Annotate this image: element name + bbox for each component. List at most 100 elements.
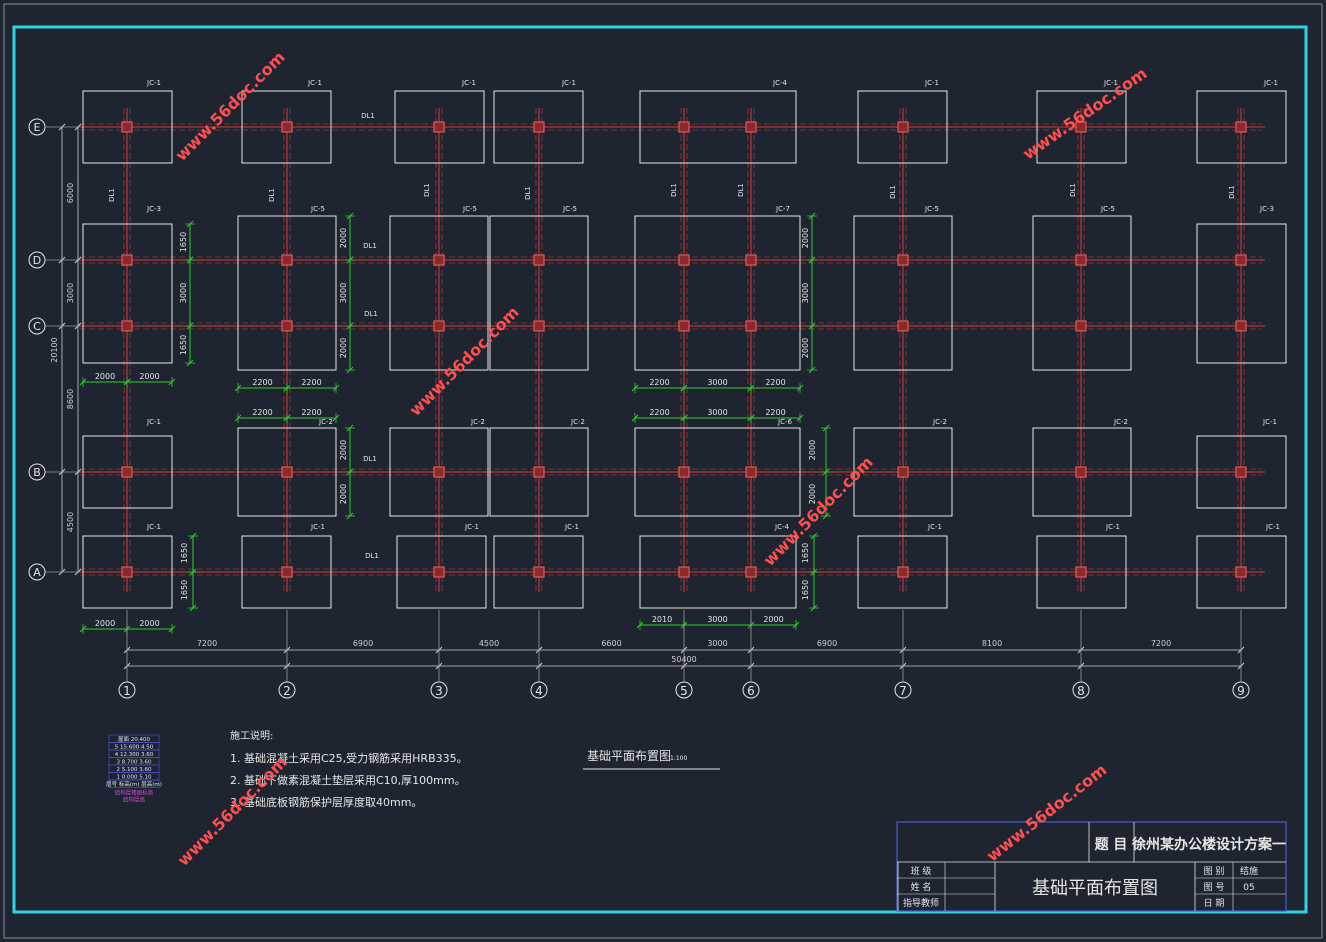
footing-label: JC-1 <box>461 79 476 87</box>
dim-text-green: 2200 <box>765 408 785 417</box>
dim-text: 6900 <box>817 639 837 648</box>
dim-line <box>79 625 87 633</box>
drawing-frame <box>3 3 1323 939</box>
dim-text: 7200 <box>197 639 217 648</box>
dim-text-green: 2000 <box>339 228 348 248</box>
dim-text-total: 20100 <box>50 337 59 362</box>
footing-label: JC-1 <box>1105 523 1120 531</box>
footing-label: JC-5 <box>562 205 577 213</box>
footing-outline <box>634 427 801 517</box>
title-row-label: 指导教师 <box>903 897 939 909</box>
footing-label: JC-2 <box>570 418 585 426</box>
column-square <box>281 121 293 133</box>
footing-outline <box>853 215 953 371</box>
dim-text: 8100 <box>982 639 1002 648</box>
dim-line <box>822 424 830 432</box>
column-square <box>433 320 445 332</box>
footing-label: JC-3 <box>146 205 161 213</box>
dim-line <box>186 256 194 264</box>
axis-bubble-label: B <box>33 466 41 479</box>
column-square <box>678 254 690 266</box>
footing-label: JC-5 <box>310 205 325 213</box>
column-square <box>121 466 133 478</box>
footing-outline <box>489 215 589 371</box>
footing-outline <box>82 435 173 509</box>
footing-label: JC-5 <box>462 205 477 213</box>
table-row: 2 5.100 3.60 <box>117 767 152 773</box>
dim-text-green: 2200 <box>252 408 272 417</box>
footing-outline <box>394 90 485 164</box>
dim-line <box>168 625 176 633</box>
outer-border <box>3 3 1323 939</box>
inner-border <box>12 25 1308 914</box>
column-square <box>745 121 757 133</box>
footing-label: JC-2 <box>470 418 485 426</box>
axis-bubble-label: 6 <box>747 684 755 698</box>
column-square <box>745 466 757 478</box>
dim-text-green: 2200 <box>301 408 321 417</box>
dim-line <box>332 414 340 422</box>
axis-bubble-label: 3 <box>435 684 443 698</box>
table-row: 屋面 20.400 <box>118 736 150 743</box>
dim-line <box>808 322 816 330</box>
column-square <box>121 320 133 332</box>
dim-text-green: 3000 <box>707 378 727 387</box>
column-square <box>433 254 445 266</box>
dim-text-green: 3000 <box>801 283 810 303</box>
title-right-label: 图 号 <box>1204 882 1225 893</box>
footing-label: JC-1 <box>307 79 322 87</box>
column-square <box>1235 320 1247 332</box>
dim-line <box>346 366 354 374</box>
column-square <box>678 121 690 133</box>
notes-line: 1. 基础混凝土采用C25,受力钢筋采用HRB335。 <box>230 751 468 765</box>
dim-text-green: 3000 <box>339 283 348 303</box>
dim-text-green: 2000 <box>139 619 159 628</box>
footing-label: JC-2 <box>1113 418 1128 426</box>
footing-outline <box>493 90 584 164</box>
axis-bubble-label: D <box>33 254 41 267</box>
dim-line <box>283 414 291 422</box>
table-cell <box>108 779 160 788</box>
table-row: 5 15.600 4.50 <box>115 745 154 751</box>
notes-line: 3. 基础底板钢筋保护层厚度取40mm。 <box>230 795 422 809</box>
dim-line <box>810 532 818 540</box>
column-square <box>281 320 293 332</box>
footing-outline <box>857 535 948 609</box>
title-right-value: 05 <box>1243 883 1254 893</box>
dim-line <box>346 512 354 520</box>
column-square <box>1235 254 1247 266</box>
footing-outline <box>1196 535 1287 609</box>
footing-outline <box>237 215 337 371</box>
footing-outline <box>493 535 584 609</box>
dim-line <box>808 256 816 264</box>
column-square <box>745 566 757 578</box>
footing-outline <box>1036 90 1127 164</box>
column-square <box>533 254 545 266</box>
dim-text-green: 2200 <box>301 378 321 387</box>
axis-bubble-label: 8 <box>1077 684 1085 698</box>
footing-outline <box>639 90 797 164</box>
construction-notes: 施工说明:1. 基础混凝土采用C25,受力钢筋采用HRB335。2. 基础下做素… <box>230 729 687 809</box>
footing-outline <box>389 215 489 371</box>
title-row-label: 班 级 <box>911 865 932 877</box>
column-square <box>1075 466 1087 478</box>
dim-text-green: 2000 <box>339 338 348 358</box>
footing-label: JC-1 <box>564 523 579 531</box>
dim-text: 3000 <box>707 639 727 648</box>
column-square <box>897 254 909 266</box>
column-square <box>1075 254 1087 266</box>
footing-outline <box>857 90 948 164</box>
dim-text-green: 2000 <box>801 338 810 358</box>
footing-label: JC-1 <box>1265 523 1280 531</box>
footing-label: JC-4 <box>772 79 787 87</box>
footing-label: JC-5 <box>1100 205 1115 213</box>
axis-bubble-label: 4 <box>535 684 543 698</box>
footing-outline <box>1032 427 1132 517</box>
beam-label: DL1 <box>1069 183 1077 197</box>
notes-line: 2. 基础下做素混凝土垫层采用C10,厚100mm。 <box>230 773 466 787</box>
axis-bubble-label: 7 <box>899 684 907 698</box>
axis-bubble-label: 5 <box>680 684 688 698</box>
